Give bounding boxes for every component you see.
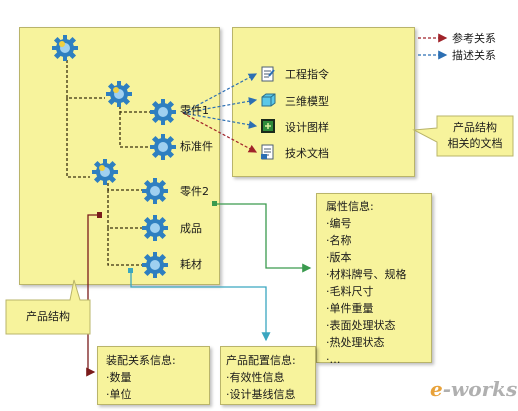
documents-callout: 产品结构 相关的文档 (437, 120, 513, 152)
documents-callout-line1: 产品结构 (453, 121, 497, 134)
part1-gear-icon (150, 99, 176, 125)
standard-part-label: 标准件 (180, 140, 213, 153)
doc-technical-document: 技术文档 (285, 147, 329, 160)
config-item: ·有效性信息 (226, 371, 285, 384)
doc-engineering-order: 工程指令 (285, 68, 329, 81)
part1-label: 零件1 (180, 104, 209, 117)
doc-3d-model: 三维模型 (285, 95, 329, 108)
product-gear-icon (142, 215, 168, 241)
eworks-logo-rest: -works (442, 377, 518, 401)
documents-callout-line2: 相关的文档 (447, 137, 503, 150)
assembly-title: 装配关系信息: (106, 354, 176, 367)
part2-label: 零件2 (180, 185, 209, 198)
attribute-item: ·编号 (326, 217, 352, 230)
attribute-item: ·表面处理状态 (326, 319, 396, 332)
subassembly2-gear-icon (92, 159, 118, 185)
attribute-item: ·版本 (326, 251, 352, 264)
assembly-item: ·单位 (106, 388, 132, 401)
3d-model-icon (261, 93, 276, 107)
config-info-list: 产品配置信息: ·有效性信息 ·设计基线信息 (226, 352, 296, 403)
attribute-item: ·… (326, 353, 341, 366)
design-drawing-icon (261, 119, 275, 133)
attributes-title: 属性信息: (326, 200, 374, 213)
product-label: 成品 (180, 222, 202, 235)
attributes-box (316, 193, 432, 363)
attribute-item: ·单件重量 (326, 302, 374, 315)
attribute-item: ·名称 (326, 234, 352, 247)
subassembly1-gear-icon (106, 81, 132, 107)
eworks-logo-e: e (430, 377, 443, 401)
consumable-gear-icon (142, 252, 168, 278)
attribute-item: ·热处理状态 (326, 336, 385, 349)
assembly-info-box (97, 346, 210, 405)
product-structure-box (19, 27, 220, 285)
root-gear-icon (52, 35, 78, 61)
config-title: 产品配置信息: (226, 354, 296, 367)
engineering-order-icon (261, 66, 275, 82)
legend-describe-label: 描述关系 (452, 49, 496, 62)
legend-reference-label: 参考关系 (452, 32, 496, 45)
product-structure-callout: 产品结构 (26, 310, 70, 323)
assembly-info-list: 装配关系信息: ·数量 ·单位 (106, 352, 176, 403)
standard-part-gear-icon (150, 134, 176, 160)
consumable-label: 耗材 (180, 258, 202, 271)
attribute-item: ·材料牌号、规格 (326, 268, 407, 281)
config-item: ·设计基线信息 (226, 388, 296, 401)
eworks-logo: e-works (430, 377, 517, 401)
attributes-list: 属性信息: ·编号 ·名称 ·版本 ·材料牌号、规格 ·毛料尺寸 ·单件重量 ·… (326, 198, 407, 368)
part2-gear-icon (142, 178, 168, 204)
assembly-item: ·数量 (106, 371, 132, 384)
config-info-box (220, 346, 316, 405)
attribute-item: ·毛料尺寸 (326, 285, 374, 298)
doc-design-drawing: 设计图样 (285, 121, 329, 134)
technical-document-icon (261, 144, 274, 160)
